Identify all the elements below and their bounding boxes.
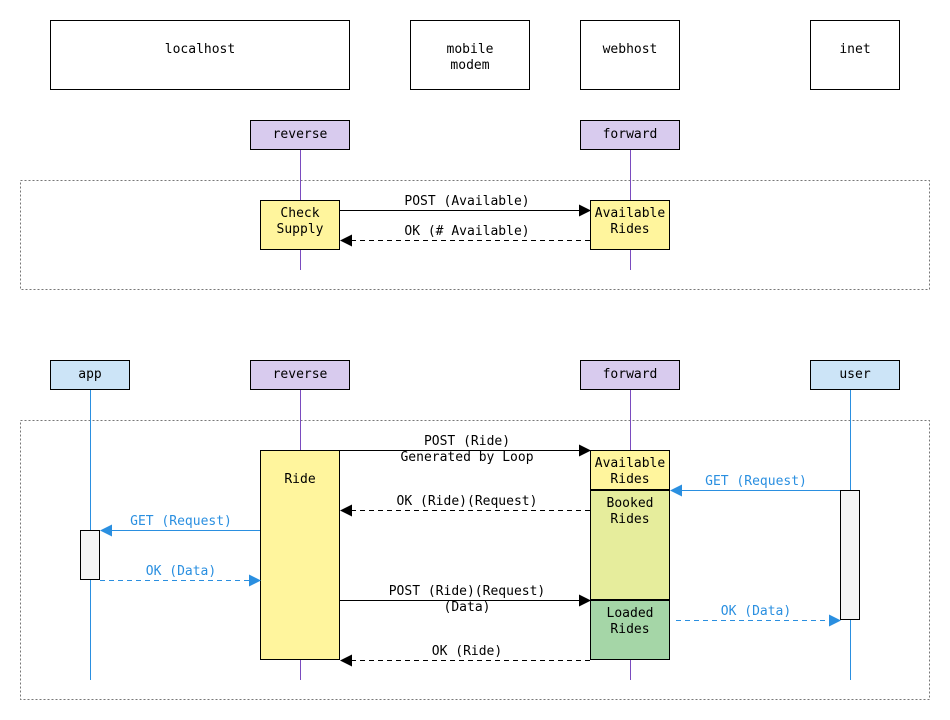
section1-available-rides-box: Available Rides <box>590 200 670 250</box>
section1-participant-reverse: reverse <box>250 120 350 150</box>
post-available-label: POST (Available) <box>404 194 529 209</box>
host-mobile-modem-label-1: mobile <box>447 42 494 57</box>
post-ride-request-label-2: (Data) <box>444 600 491 615</box>
loaded-rides-label-2: Rides <box>610 622 649 637</box>
user-activation-box <box>840 490 860 620</box>
participant-app-label: app <box>78 367 102 382</box>
ride-activation-label: Ride <box>284 472 315 487</box>
app-activation-box <box>80 530 100 580</box>
check-supply-label-2: Supply <box>277 222 324 237</box>
host-localhost: localhost <box>50 20 350 90</box>
ride-activation-box: Ride <box>260 450 340 660</box>
ok-ride-request-label: OK (Ride)(Request) <box>397 494 538 509</box>
section2-frame <box>20 420 930 700</box>
section2-participant-forward-label: forward <box>603 367 658 382</box>
section1-participant-forward-label: forward <box>603 127 658 142</box>
participant-app: app <box>50 360 130 390</box>
section2-available-rides-label-2: Rides <box>610 472 649 487</box>
section1-participant-reverse-label: reverse <box>273 127 328 142</box>
get-request-user-label: GET (Request) <box>705 474 807 489</box>
booked-rides-box: Booked Rides <box>590 490 670 600</box>
section2-participant-forward: forward <box>580 360 680 390</box>
host-localhost-label: localhost <box>165 42 235 57</box>
booked-rides-label-1: Booked <box>607 496 654 511</box>
host-inet: inet <box>810 20 900 90</box>
booked-rides-label-2: Rides <box>610 512 649 527</box>
section2-available-rides-label-1: Available <box>595 456 666 471</box>
host-webhost-label: webhost <box>603 42 658 57</box>
section1-available-rides-label-1: Available <box>595 206 666 221</box>
participant-user: user <box>810 360 900 390</box>
section2-participant-reverse-label: reverse <box>273 367 328 382</box>
section1-participant-forward: forward <box>580 120 680 150</box>
host-webhost: webhost <box>580 20 680 90</box>
check-supply-label-1: Check <box>280 206 319 221</box>
section2-available-rides-box: Available Rides <box>590 450 670 490</box>
section2-participant-reverse: reverse <box>250 360 350 390</box>
ok-available-label: OK (# Available) <box>404 224 529 239</box>
loaded-rides-label-1: Loaded <box>607 606 654 621</box>
post-ride-request-label-1: POST (Ride)(Request) <box>389 584 546 599</box>
ok-data-app-label: OK (Data) <box>146 564 216 579</box>
ok-data-user-label: OK (Data) <box>721 604 791 619</box>
loaded-rides-box: Loaded Rides <box>590 600 670 660</box>
get-request-app-label: GET (Request) <box>130 514 232 529</box>
section1-check-supply-box: Check Supply <box>260 200 340 250</box>
ok-ride-label: OK (Ride) <box>432 644 502 659</box>
participant-user-label: user <box>839 367 870 382</box>
host-inet-label: inet <box>839 42 870 57</box>
post-ride-label-1: POST (Ride) <box>424 434 510 449</box>
post-ride-label-2: Generated by Loop <box>400 450 533 465</box>
section1-available-rides-label-2: Rides <box>610 222 649 237</box>
section1-frame <box>20 180 930 290</box>
host-mobile-modem-label-2: modem <box>450 58 489 73</box>
host-mobile-modem: mobile modem <box>410 20 530 90</box>
